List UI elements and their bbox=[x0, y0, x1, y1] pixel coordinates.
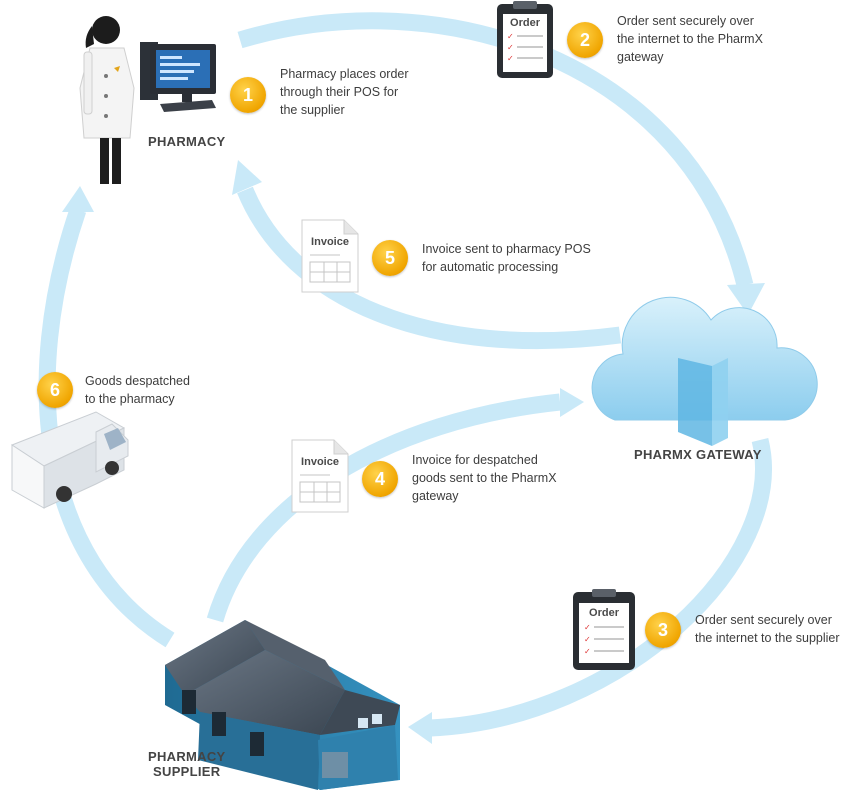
svg-text:✓: ✓ bbox=[507, 32, 514, 41]
arrow-heads bbox=[62, 160, 765, 744]
arrowhead-gateway-top bbox=[727, 283, 765, 315]
invoice-upper-title: Invoice bbox=[311, 236, 349, 248]
arrow-invoice-to-gateway bbox=[206, 393, 561, 623]
order-clipboard-bottom: Order ✓ ✓ ✓ bbox=[573, 589, 635, 670]
step-3-badge: 3 bbox=[645, 612, 681, 648]
step-1: 1 Pharmacy places order through their PO… bbox=[230, 67, 409, 119]
svg-text:✓: ✓ bbox=[584, 635, 591, 644]
invoice-document-lower: Invoice bbox=[291, 439, 349, 513]
pharmacist-icon bbox=[79, 16, 135, 184]
order-top-title: Order bbox=[510, 17, 541, 29]
invoice-lower-title: Invoice bbox=[301, 456, 339, 468]
step-4: 4 Invoice for despatched goods sent to t… bbox=[362, 453, 557, 505]
step-2-text: Order sent securely over the internet to… bbox=[617, 14, 763, 64]
svg-text:✓: ✓ bbox=[507, 54, 514, 63]
step-5-text: Invoice sent to pharmacy POS for automat… bbox=[422, 242, 591, 274]
arrowhead-pharmacy-inner bbox=[232, 160, 262, 195]
svg-text:✓: ✓ bbox=[584, 647, 591, 656]
step-6-text: Goods despatched to the pharmacy bbox=[85, 374, 190, 406]
svg-text:✓: ✓ bbox=[584, 623, 591, 632]
step-4-badge: 4 bbox=[362, 461, 398, 497]
step-6-badge: 6 bbox=[37, 372, 73, 408]
arrowhead-supplier bbox=[408, 712, 432, 744]
step-3-text: Order sent securely over the internet to… bbox=[695, 613, 840, 645]
step-5-badge: 5 bbox=[372, 240, 408, 276]
supplier-label: PHARMACY SUPPLIER bbox=[148, 749, 226, 779]
supplier-label-line1: PHARMACY bbox=[148, 749, 226, 764]
order-clipboard-top: Order ✓ ✓ ✓ bbox=[497, 1, 553, 78]
arrowhead-gateway-inner bbox=[560, 388, 584, 417]
svg-text:✓: ✓ bbox=[507, 43, 514, 52]
step-2: 2 Order sent securely over the internet … bbox=[567, 14, 763, 66]
invoice-document-upper: Invoice bbox=[301, 219, 359, 293]
order-bottom-title: Order bbox=[589, 607, 620, 619]
gateway-label: PHARMX GATEWAY bbox=[634, 447, 762, 462]
step-2-badge: 2 bbox=[567, 22, 603, 58]
step-5: 5 Invoice sent to pharmacy POS for autom… bbox=[372, 240, 591, 276]
warehouse-icon bbox=[165, 620, 400, 790]
supplier-label-line2: SUPPLIER bbox=[153, 764, 221, 779]
step-4-text: Invoice for despatched goods sent to the… bbox=[412, 453, 557, 503]
step-3: 3 Order sent securely over the internet … bbox=[645, 612, 840, 648]
step-6: 6 Goods despatched to the pharmacy bbox=[37, 372, 190, 408]
computer-icon bbox=[140, 42, 216, 112]
delivery-van-icon bbox=[10, 411, 129, 509]
cloud-gateway-icon bbox=[591, 296, 818, 446]
arrow-invoice-to-pharmacy bbox=[237, 186, 622, 350]
arrowhead-pharmacy-left bbox=[62, 186, 94, 212]
step-1-text: Pharmacy places order through their POS … bbox=[280, 67, 409, 117]
step-1-badge: 1 bbox=[230, 77, 266, 113]
pharmacy-label: PHARMACY bbox=[148, 134, 226, 149]
